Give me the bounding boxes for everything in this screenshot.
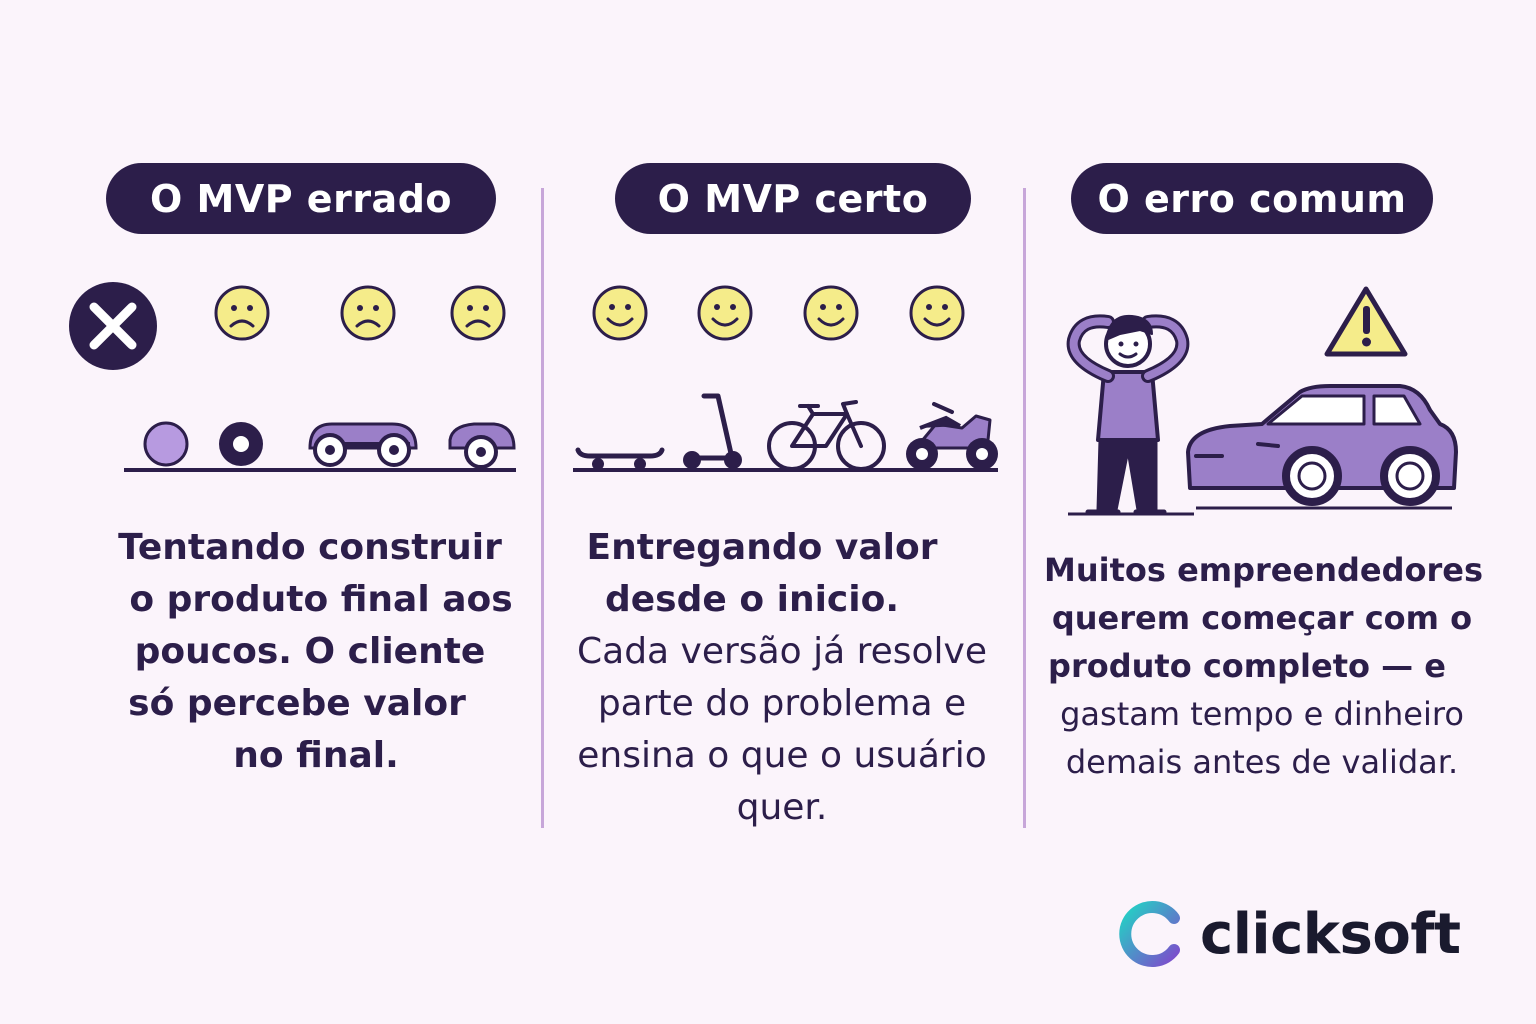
stressed-person-icon xyxy=(1066,314,1190,515)
description-common-error: Muitos empreendedores querem começar com… xyxy=(1044,546,1484,786)
sad-face-icon xyxy=(450,285,506,341)
axle-chassis-icon xyxy=(308,422,418,467)
motorcycle-icon xyxy=(906,402,998,470)
happy-face-icon xyxy=(697,285,753,341)
description-line: parte do problema e xyxy=(597,683,967,724)
description-line: desde o inicio. xyxy=(605,579,899,620)
sad-face-icon xyxy=(214,285,270,341)
description-wrong-mvp: Tentando construir o produto final aos p… xyxy=(100,522,520,782)
description-line: Muitos empreendedores xyxy=(1044,551,1484,589)
description-line: quer. xyxy=(736,787,828,828)
happy-face-icon xyxy=(592,285,648,341)
skateboard-icon xyxy=(575,447,665,470)
brand-name: clicksoft xyxy=(1200,901,1461,967)
description-right-mvp: Entregando valor desde o inicio. Cada ve… xyxy=(565,522,999,834)
tire-icon xyxy=(219,422,263,466)
x-circle-icon xyxy=(69,282,157,370)
title-right-mvp: O MVP certo xyxy=(615,163,971,234)
brand-logo: clicksoft xyxy=(1116,900,1461,968)
car-part-icon xyxy=(448,422,516,469)
description-line: Tentando construir xyxy=(118,527,502,568)
happy-face-icon xyxy=(909,285,965,341)
description-line: o produto final aos xyxy=(129,579,513,620)
description-line: Cada versão já resolve xyxy=(577,631,987,672)
wheel-icon xyxy=(143,421,189,467)
car-icon xyxy=(1186,384,1458,506)
description-line: demais antes de validar. xyxy=(1065,743,1459,781)
description-line: ensina o que o usuário xyxy=(577,735,987,776)
description-line: poucos. O cliente xyxy=(134,631,486,672)
description-line: produto completo — e xyxy=(1048,647,1446,685)
description-line: no final. xyxy=(233,735,399,776)
description-line: gastam tempo e dinheiro xyxy=(1060,695,1464,733)
description-line: Entregando valor xyxy=(586,527,938,568)
clicksoft-logo-icon xyxy=(1119,901,1180,967)
title-common-error: O erro comum xyxy=(1071,163,1433,234)
happy-face-icon xyxy=(803,285,859,341)
scooter-icon xyxy=(683,393,742,469)
description-line: só percebe valor xyxy=(128,683,466,724)
column-divider-right xyxy=(1023,188,1026,828)
bicycle-icon xyxy=(767,400,886,471)
description-line: querem começar com o xyxy=(1051,599,1473,637)
column-divider-left xyxy=(541,188,544,828)
warning-icon xyxy=(1324,286,1408,357)
sad-face-icon xyxy=(340,285,396,341)
title-wrong-mvp: O MVP errado xyxy=(106,163,496,234)
